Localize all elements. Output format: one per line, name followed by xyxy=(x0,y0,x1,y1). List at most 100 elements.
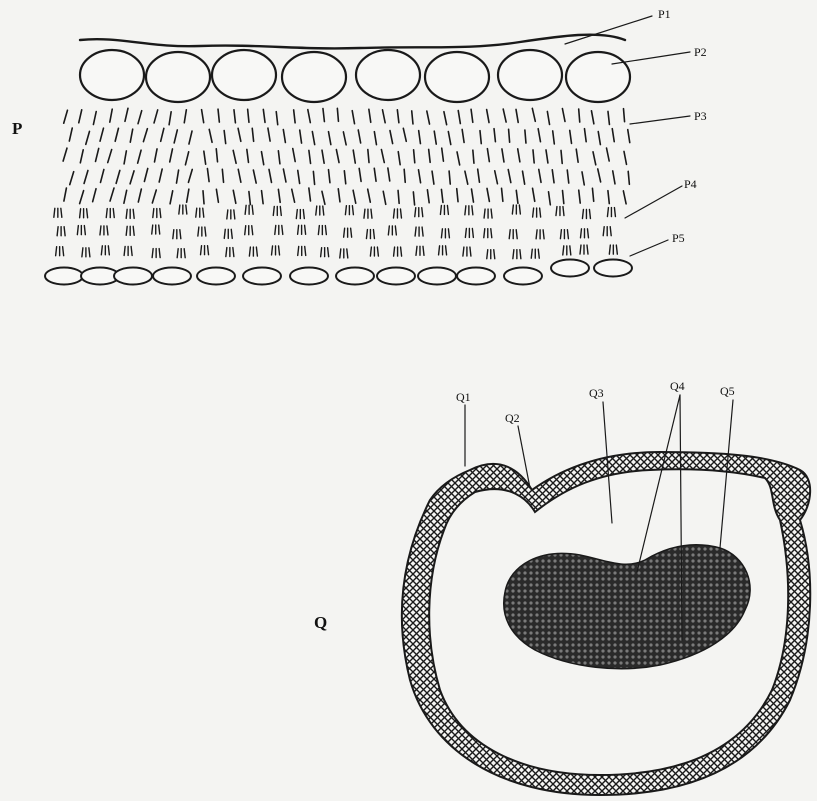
palisade-cell xyxy=(130,171,134,184)
palisade-cell xyxy=(478,169,480,182)
spongy-cell xyxy=(153,209,154,218)
spongy-cell xyxy=(340,249,341,258)
spongy-cell xyxy=(256,247,257,256)
palisade-cell xyxy=(218,109,219,122)
palisade-cell xyxy=(184,110,186,123)
spongy-cell xyxy=(484,209,485,218)
palisade-cell xyxy=(337,108,338,121)
palisade-cell xyxy=(169,112,171,125)
palisade-cell xyxy=(248,109,249,122)
spongy-cell xyxy=(563,246,564,255)
palisade-cell xyxy=(276,112,277,125)
palisade-cell xyxy=(308,110,311,123)
palisade-cell xyxy=(427,111,430,124)
palisade-cell xyxy=(252,128,253,141)
palisade-cell xyxy=(278,151,280,164)
spongy-cell xyxy=(513,250,514,259)
palisade-cell xyxy=(576,149,578,162)
spongy-cell xyxy=(316,206,317,215)
label-q5: Q5 xyxy=(720,384,735,398)
palisade-cell xyxy=(63,148,67,161)
spongy-cell xyxy=(509,230,510,239)
palisade-cell xyxy=(598,169,601,182)
palisade-cell xyxy=(552,170,554,183)
palisade-cell xyxy=(353,150,355,163)
palisade-cell xyxy=(283,169,286,182)
spongy-cell xyxy=(401,247,402,256)
palisade-cell xyxy=(143,129,147,142)
spongy-cell xyxy=(415,227,416,236)
palisade-cell xyxy=(623,109,624,122)
palisade-cell xyxy=(549,192,551,205)
palisade-cell xyxy=(398,190,399,203)
palisade-cell xyxy=(138,111,142,124)
palisade-cell xyxy=(608,111,609,124)
lower-epidermis-cell xyxy=(336,268,374,285)
palisade-cell xyxy=(309,150,311,163)
palisade-cell xyxy=(125,108,128,121)
spongy-cell xyxy=(351,228,352,237)
spongy-cell xyxy=(282,225,283,234)
spongy-cell xyxy=(298,246,299,255)
spongy-cell xyxy=(113,209,114,218)
palisade-cell xyxy=(598,132,600,145)
palisade-cell xyxy=(323,109,324,122)
spongy-cell xyxy=(133,226,134,235)
palisade-cell xyxy=(448,132,450,145)
palisade-cell xyxy=(116,170,120,183)
spongy-cell xyxy=(152,225,153,234)
palisade-cell xyxy=(567,170,568,183)
palisade-cell xyxy=(427,190,429,203)
palisade-cell xyxy=(473,150,474,163)
spongy-cell xyxy=(126,226,127,235)
lower-epidermis-cell xyxy=(457,268,495,285)
spongy-cell xyxy=(298,225,299,234)
palisade-cell xyxy=(607,148,610,161)
palisade-cell xyxy=(374,132,376,145)
spongy-cell xyxy=(328,248,329,257)
palisade-cell xyxy=(487,149,489,162)
palisade-cell xyxy=(429,149,430,162)
palisade-cell xyxy=(441,189,443,202)
spongy-cell xyxy=(463,247,464,256)
palisade-cell xyxy=(203,191,204,204)
spongy-cell xyxy=(538,249,539,258)
palisade-cell xyxy=(382,110,385,123)
palisade-cell xyxy=(509,129,510,142)
palisade-cell xyxy=(403,128,406,141)
palisade-cell xyxy=(495,171,498,184)
label-p1: P1 xyxy=(658,7,671,21)
label-p5: P5 xyxy=(672,231,685,245)
spongy-cell xyxy=(249,247,250,256)
lower-epidermis-cell xyxy=(594,260,632,277)
palisade-cell xyxy=(502,149,504,162)
spongy-cell xyxy=(321,248,322,257)
palisade-cell xyxy=(154,110,158,123)
spongy-cell xyxy=(472,228,473,237)
palisade-cell xyxy=(261,152,263,165)
spongy-cell xyxy=(494,250,495,259)
palisade-cell xyxy=(187,189,189,202)
palisade-cell xyxy=(434,131,436,144)
spongy-cell xyxy=(56,247,57,256)
palisade-cell xyxy=(419,131,421,144)
spongy-cell xyxy=(180,230,181,239)
upper-epidermis-cells xyxy=(80,50,630,102)
palisade-cell xyxy=(224,131,226,144)
spongy-cell xyxy=(80,209,81,218)
spongy-cell xyxy=(273,206,274,215)
palisade-cell xyxy=(358,130,360,143)
spongy-cell xyxy=(439,246,440,255)
spongy-cell xyxy=(205,227,206,236)
palisade-cell xyxy=(523,171,525,184)
palisade-cell xyxy=(516,109,518,122)
palisade-cell xyxy=(518,149,520,162)
lower-epidermis-cell xyxy=(243,268,281,285)
spongy-cell xyxy=(470,247,471,256)
palisade-cell xyxy=(624,151,627,164)
palisade-cell xyxy=(70,172,74,185)
spongy-cell xyxy=(516,230,517,239)
palisade-cell xyxy=(144,168,147,181)
palisade-cell xyxy=(525,130,526,143)
